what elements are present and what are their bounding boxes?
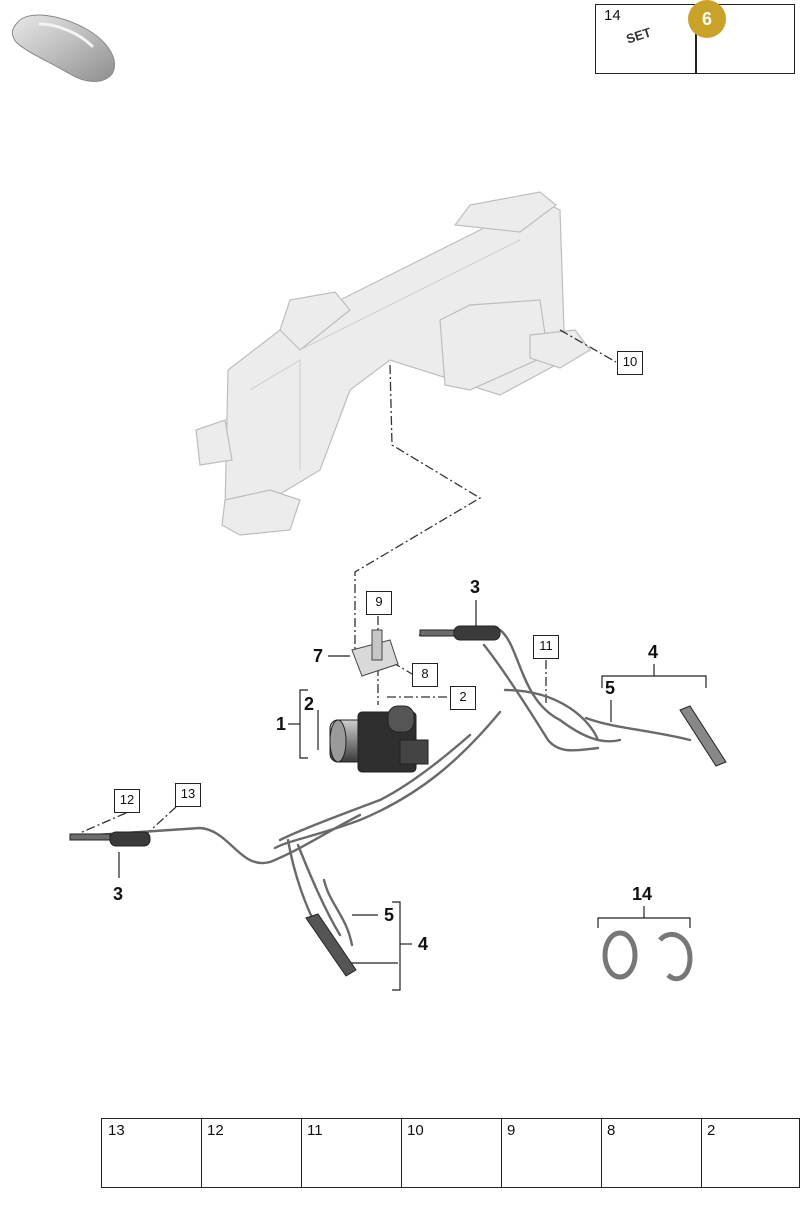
label-item-7: 7 — [313, 646, 324, 666]
callout-12[interactable]: 12 — [114, 789, 140, 813]
legend-cell-2[interactable]: 2 — [701, 1119, 799, 1187]
legend-number: 9 — [507, 1122, 516, 1139]
label-item-2: 2 — [304, 694, 315, 714]
legend-cell-13[interactable]: 13 — [102, 1119, 202, 1187]
leader-lines — [79, 329, 617, 841]
hydraulic-cylinders — [69, 625, 727, 977]
set-box-number: 14 — [604, 7, 621, 24]
legend-cell-8[interactable]: 8 — [601, 1119, 702, 1187]
legend-cell-10[interactable]: 10 — [401, 1119, 502, 1187]
label-item-5-right: 5 — [605, 678, 616, 698]
legend-cell-9[interactable]: 9 — [501, 1119, 602, 1187]
legend-cell-11[interactable]: 11 — [301, 1119, 402, 1187]
legend-number: 13 — [108, 1122, 125, 1139]
hydraulic-lines — [78, 628, 692, 952]
legend-number: 11 — [307, 1122, 323, 1139]
car-icon — [11, 14, 115, 82]
mounting-bracket — [351, 629, 399, 677]
label-item-3-top: 3 — [470, 577, 481, 597]
callout-2[interactable]: 2 — [450, 686, 476, 710]
label-item-4-bottom: 4 — [418, 934, 429, 954]
parts-legend: 13 12 11 10 9 8 2 — [101, 1118, 800, 1188]
cross-member-frame — [195, 191, 591, 536]
callout-10[interactable]: 10 — [617, 351, 643, 375]
solid-leaders — [118, 600, 707, 991]
legend-number: 8 — [607, 1122, 616, 1139]
pump-assembly — [329, 705, 429, 773]
legend-number: 2 — [707, 1122, 716, 1139]
label-item-1: 1 — [276, 714, 287, 734]
callout-13[interactable]: 13 — [175, 783, 201, 807]
callout-11[interactable]: 11 — [533, 635, 559, 659]
label-item-4-right: 4 — [648, 642, 659, 662]
label-item-14: 14 — [632, 884, 653, 904]
legend-number: 10 — [407, 1122, 424, 1139]
callout-8[interactable]: 8 — [412, 663, 438, 687]
snap-rings — [602, 930, 693, 982]
quantity-badge[interactable]: 6 — [688, 0, 726, 38]
label-item-3-left: 3 — [113, 884, 124, 904]
label-item-5-bottom: 5 — [384, 905, 395, 925]
callout-9[interactable]: 9 — [366, 591, 392, 615]
legend-cell-12[interactable]: 12 — [201, 1119, 302, 1187]
legend-number: 12 — [207, 1122, 224, 1139]
